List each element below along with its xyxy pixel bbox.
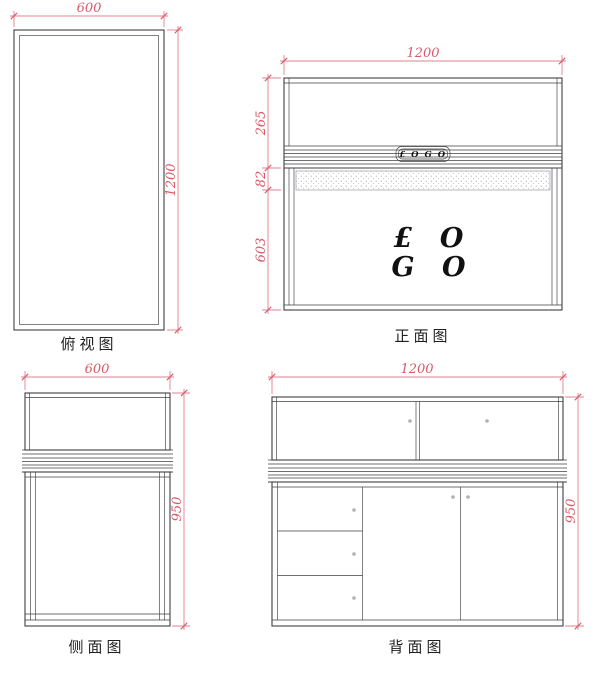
- front-view-outline: [283, 77, 563, 311]
- front-view-logo-text: £ O G O: [392, 223, 475, 283]
- top-view-height-value: 1200: [164, 163, 179, 196]
- front-view-width-value: 1200: [406, 46, 439, 61]
- back-view-width-value: 1200: [400, 362, 433, 377]
- front-view-posts: [284, 168, 562, 306]
- front-view-seg3-value: 603: [254, 238, 269, 263]
- top-view-inner-frame: [19, 35, 159, 325]
- side-view-case: [24, 392, 171, 451]
- back-view-height-dimension: 950: [564, 393, 584, 630]
- top-view-height-dimension: 1200: [164, 26, 183, 334]
- back-view-lower-cabinet: [271, 481, 564, 627]
- top-view-label: 俯视图: [60, 335, 117, 353]
- back-view: 1200 950 背面图: [268, 362, 584, 656]
- side-view-height-dimension: 950: [170, 389, 190, 630]
- front-view-seg1-value: 265: [254, 111, 269, 137]
- front-view-stipple-strip: [295, 170, 551, 191]
- back-view-width-dimension: 1200: [268, 362, 567, 394]
- front-view-width-dimension: 1200: [280, 46, 566, 75]
- side-view-width-dimension: 600: [21, 362, 174, 390]
- drawer-handle-dot: [352, 508, 356, 512]
- front-view-label: 正面图: [394, 327, 451, 345]
- front-view-ridge-band: [284, 145, 562, 169]
- side-view-ridge-band: [22, 449, 173, 473]
- side-view-lower-body: [24, 471, 171, 627]
- side-view-width-value: 600: [85, 362, 110, 377]
- top-view-outer-frame: [13, 29, 165, 331]
- drawer-handle-dot: [352, 552, 356, 556]
- top-view: 600 1200 俯视图: [10, 1, 183, 353]
- back-view-sliding-divider: [415, 401, 420, 460]
- door-handle-dot: [466, 495, 470, 499]
- back-view-ridge-band: [268, 459, 567, 483]
- front-view: £ O G O £ O G O 1200: [254, 46, 566, 345]
- top-view-width-value: 600: [77, 1, 102, 16]
- logo-line-2: G O: [392, 252, 475, 283]
- back-view-cabinet-inner: [272, 482, 563, 621]
- front-view-logo-plaque: £ O G O: [395, 146, 451, 162]
- top-view-width-dimension: 600: [10, 1, 168, 27]
- logo-plaque-text: £ O G O: [399, 150, 446, 160]
- drawer-handle-dot: [352, 596, 356, 600]
- door-handle-dot: [451, 495, 455, 499]
- sliding-panel-handle-dot: [408, 419, 412, 423]
- back-view-height-value: 950: [564, 499, 579, 524]
- side-view-label: 侧面图: [68, 638, 125, 656]
- back-view-case: [271, 396, 564, 461]
- back-view-label: 背面图: [388, 638, 445, 656]
- side-view: 600 950 侧面图: [21, 362, 190, 656]
- sliding-panel-handle-dot: [485, 419, 489, 423]
- side-view-posts: [25, 472, 170, 621]
- front-view-height-dimension-chain: 265 82 603: [254, 74, 281, 314]
- side-view-height-value: 950: [170, 497, 185, 522]
- front-view-seg2-value: 82: [254, 171, 269, 188]
- logo-line-1: £ O: [394, 223, 473, 254]
